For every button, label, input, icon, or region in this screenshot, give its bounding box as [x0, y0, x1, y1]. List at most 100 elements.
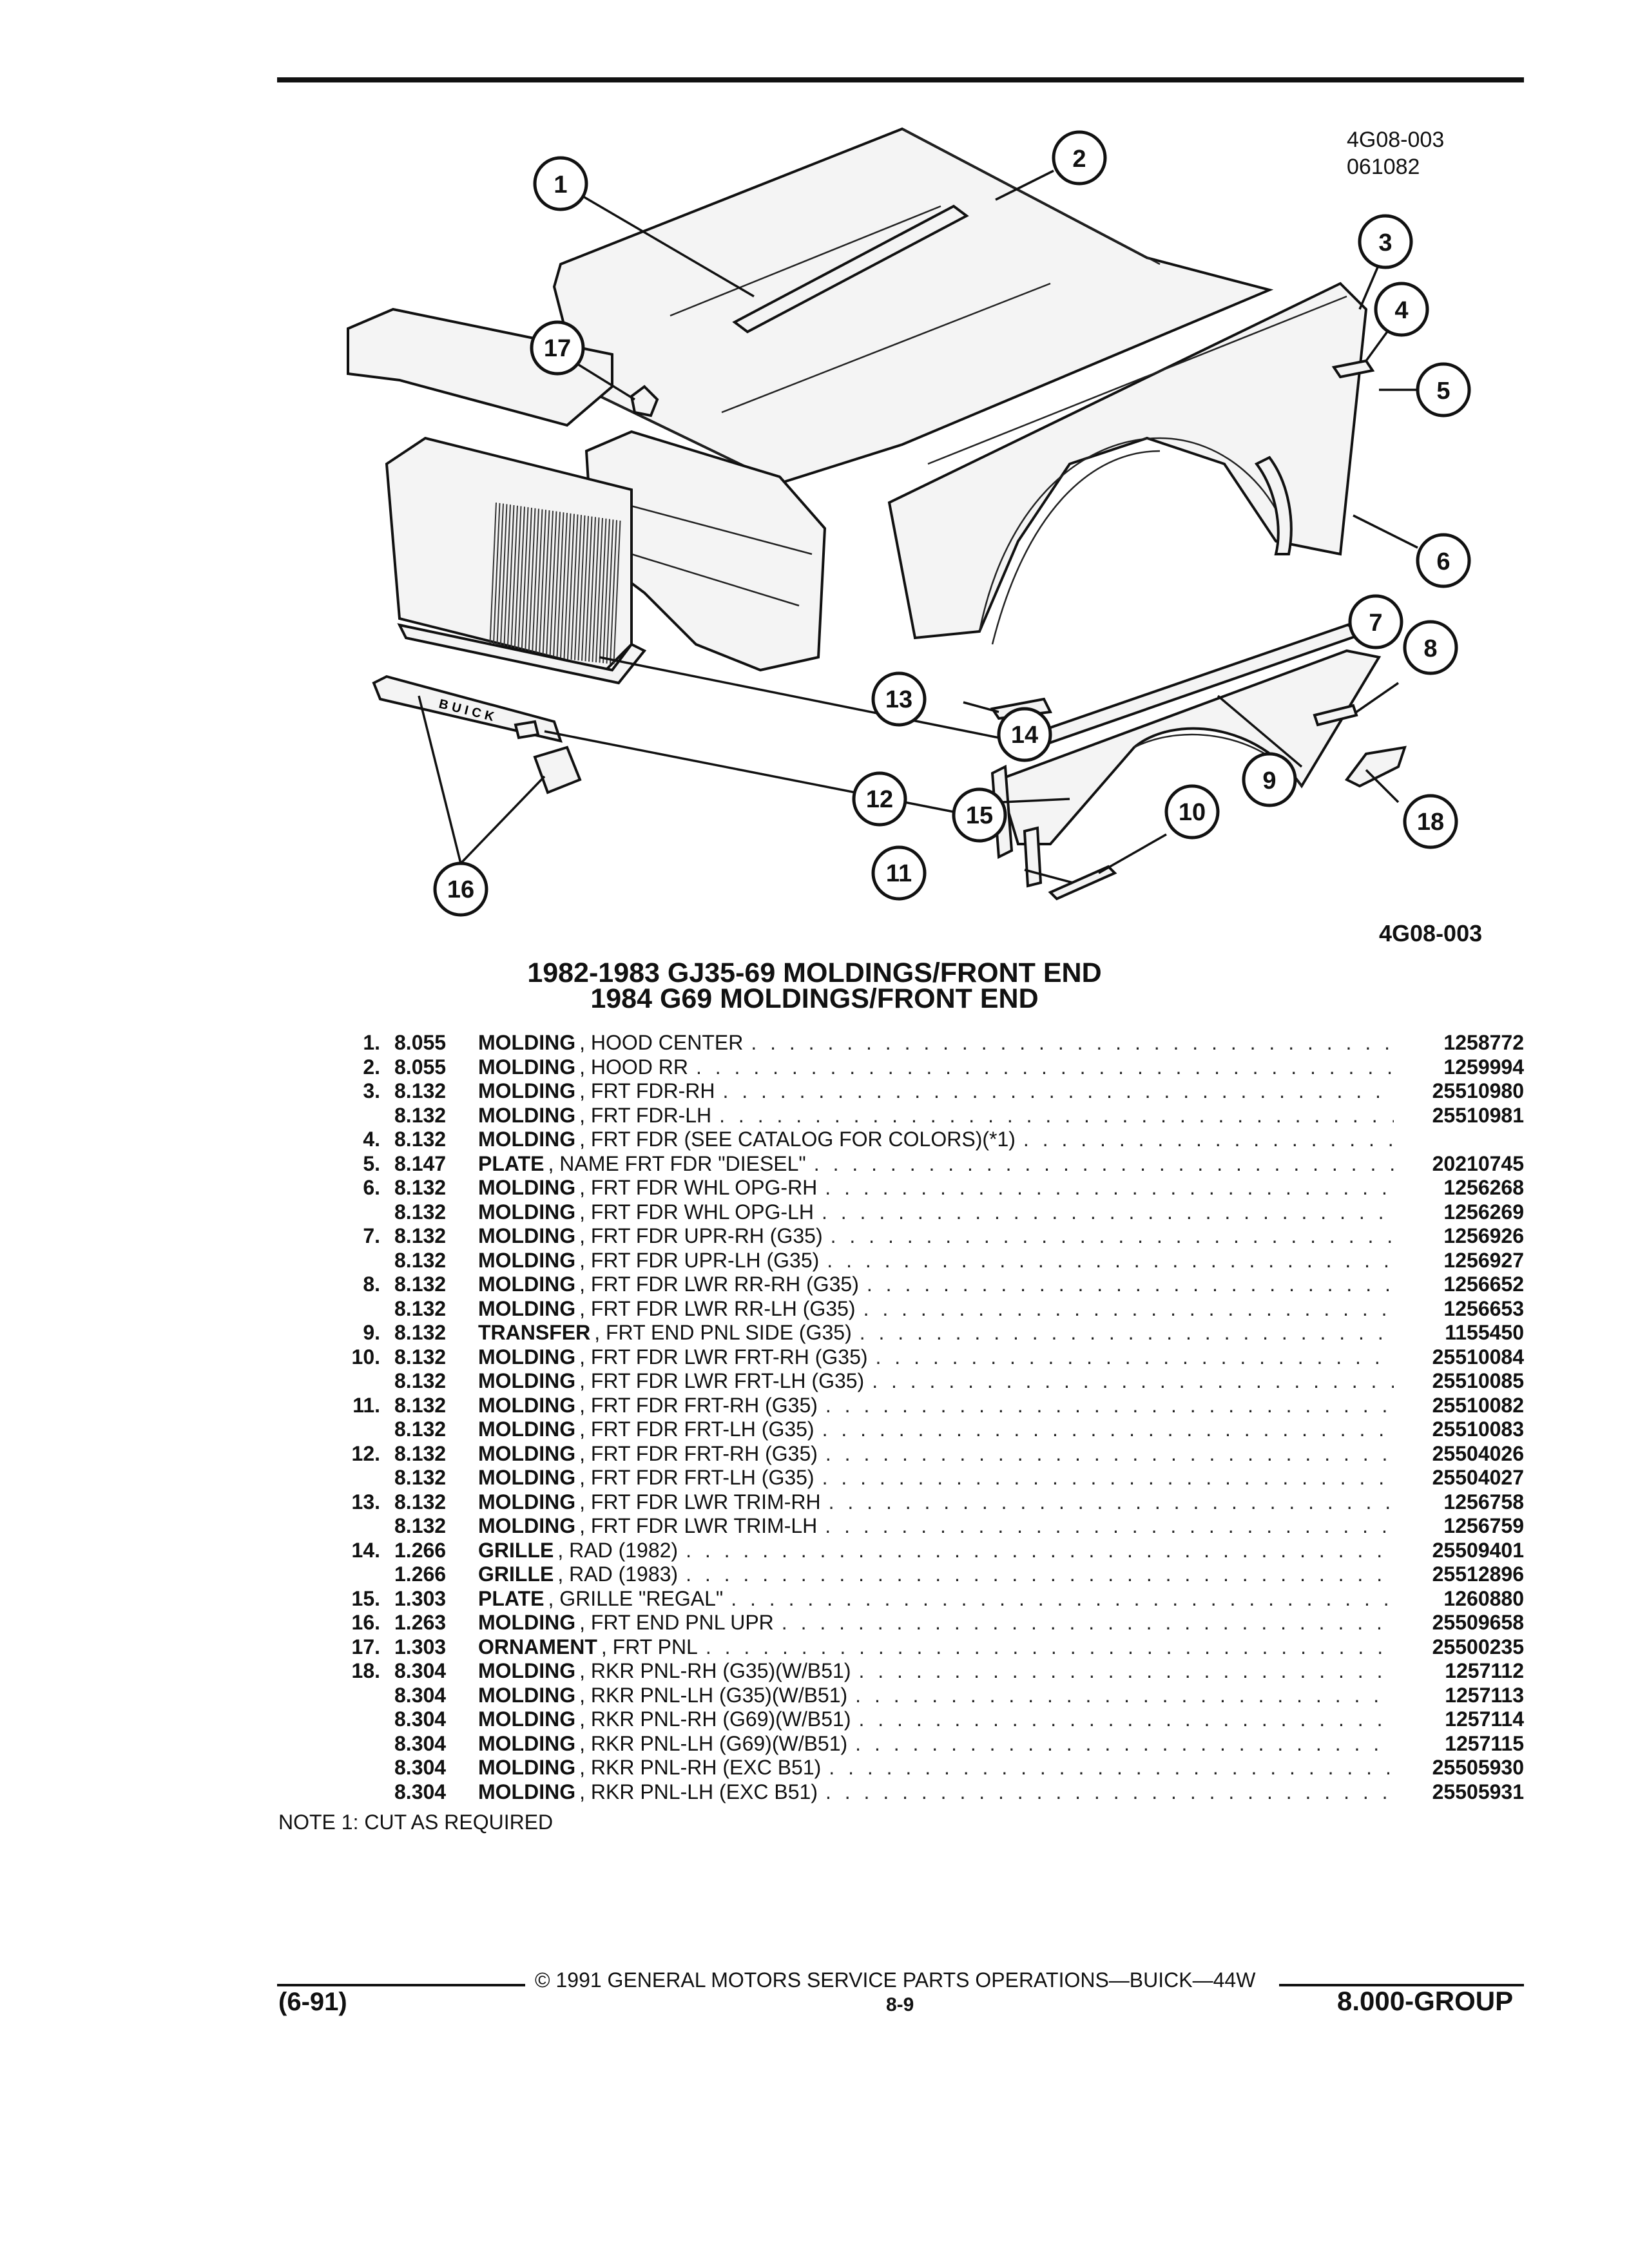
part-number: 1256758 — [1443, 1490, 1524, 1514]
part-name: MOLDING — [478, 1466, 576, 1489]
group-number: 8.304 — [394, 1756, 447, 1779]
part-name: MOLDING — [478, 1731, 576, 1755]
part-name: MOLDING — [478, 1418, 576, 1441]
part-description: , RKR PNL-RH (G69)(W/B51) — [579, 1707, 851, 1731]
part-description: , RKR PNL-LH (EXC B51) — [579, 1780, 818, 1803]
dot-leader — [722, 1079, 1394, 1104]
part-number: 25500235 — [1432, 1635, 1524, 1658]
part-description: , FRT END PNL UPR — [579, 1611, 774, 1634]
section-titles: 1982-1983 GJ35-69 MOLDINGS/FRONT END 198… — [0, 959, 1629, 1013]
copyright: © 1991 GENERAL MOTORS SERVICE PARTS OPER… — [535, 1968, 1256, 1992]
top-rule — [277, 77, 1524, 82]
item-number: 3. — [363, 1079, 380, 1102]
part-name: GRILLE — [478, 1538, 554, 1562]
grille-bar — [556, 512, 564, 658]
part-name: ORNAMENT — [478, 1635, 597, 1658]
item-number: 6. — [363, 1176, 380, 1199]
group-number: 8.132 — [394, 1441, 447, 1465]
group-number: 1.303 — [394, 1586, 447, 1610]
part-description: , NAME FRT FDR "DIESEL" — [548, 1151, 806, 1175]
item-number: 17. — [351, 1635, 380, 1658]
item-number: 1. — [363, 1031, 380, 1054]
grille-bar — [581, 515, 589, 661]
callout-12: 12 — [852, 771, 907, 827]
item-number: 2. — [363, 1055, 380, 1079]
dot-leader — [1023, 1128, 1394, 1152]
grille-bar — [510, 505, 518, 653]
group-number: 8.132 — [394, 1418, 447, 1441]
part-description: , FRT FDR LWR FRT-LH (G35) — [579, 1369, 865, 1392]
part-number: 1155450 — [1445, 1321, 1524, 1344]
grille-bar — [595, 517, 603, 663]
group-number: 8.132 — [394, 1248, 447, 1272]
part-name: MOLDING — [478, 1490, 576, 1514]
callout-13: 13 — [871, 671, 927, 727]
svg-text:13: 13 — [885, 686, 912, 713]
part-number: 1256927 — [1443, 1248, 1524, 1272]
part-description: , FRT FDR FRT-RH (G35) — [579, 1393, 818, 1417]
grille-bar — [496, 503, 504, 652]
svg-text:7: 7 — [1369, 610, 1382, 637]
grille-bar — [570, 514, 579, 660]
callout-11: 11 — [871, 845, 927, 901]
item-number: 4. — [363, 1128, 380, 1151]
group-number: 1.263 — [394, 1611, 447, 1634]
callout-7: 7 — [1348, 594, 1403, 649]
dot-leader — [858, 1659, 1394, 1684]
grille-bar — [567, 514, 575, 660]
figure-id: 4G08-003 — [1347, 128, 1445, 152]
part-description: , FRT FDR (SEE CATALOG FOR COLORS)(*1) — [579, 1128, 1016, 1151]
svg-text:2: 2 — [1072, 146, 1086, 173]
item-number: 11. — [352, 1393, 380, 1417]
svg-text:16: 16 — [447, 876, 474, 903]
dot-leader — [858, 1707, 1394, 1732]
dot-leader — [686, 1539, 1394, 1563]
grille-bar — [517, 506, 525, 654]
part-description: , RAD (1982) — [557, 1538, 679, 1562]
dot-leader — [855, 1732, 1394, 1756]
grille-bar — [592, 517, 600, 662]
part-name: MOLDING — [478, 1248, 576, 1272]
dot-leader — [827, 1249, 1394, 1273]
part-number: 25505930 — [1432, 1756, 1524, 1779]
part-name: MOLDING — [478, 1441, 576, 1465]
item-number: 12. — [351, 1441, 380, 1465]
svg-text:4: 4 — [1394, 297, 1408, 324]
grille-bar — [521, 507, 529, 655]
footer-rule-right — [1279, 1984, 1524, 1986]
part-number: 25509658 — [1432, 1611, 1524, 1634]
dot-leader — [822, 1200, 1394, 1225]
group-number: 8.304 — [394, 1659, 447, 1682]
item-number: 10. — [351, 1345, 380, 1369]
dot-leader — [696, 1055, 1394, 1080]
grille-bar — [514, 506, 522, 654]
part-name: PLATE — [478, 1151, 545, 1175]
part-name: MOLDING — [478, 1683, 576, 1707]
dot-leader — [822, 1466, 1394, 1490]
part-name: MOLDING — [478, 1273, 576, 1296]
group-number: 8.132 — [394, 1176, 447, 1199]
group-number: 8.132 — [394, 1224, 447, 1247]
revision-date: (6-91) — [278, 1988, 347, 2016]
ornament-shape — [630, 385, 659, 418]
callout-10: 10 — [1164, 784, 1220, 840]
part-number: 1256759 — [1443, 1514, 1524, 1537]
part-name: GRILLE — [478, 1562, 554, 1586]
part-number: 25505931 — [1432, 1780, 1524, 1803]
dot-leader — [782, 1611, 1394, 1635]
part-number: 1256268 — [1443, 1176, 1524, 1199]
part-description: , FRT FDR LWR TRIM-LH — [579, 1514, 818, 1537]
grille-bar — [584, 516, 593, 662]
group-number: 1.303 — [394, 1635, 447, 1658]
part-description: , FRT FDR WHL OPG-RH — [579, 1176, 818, 1199]
dot-leader — [831, 1224, 1394, 1249]
note: NOTE 1: CUT AS REQUIRED — [278, 1811, 554, 1834]
